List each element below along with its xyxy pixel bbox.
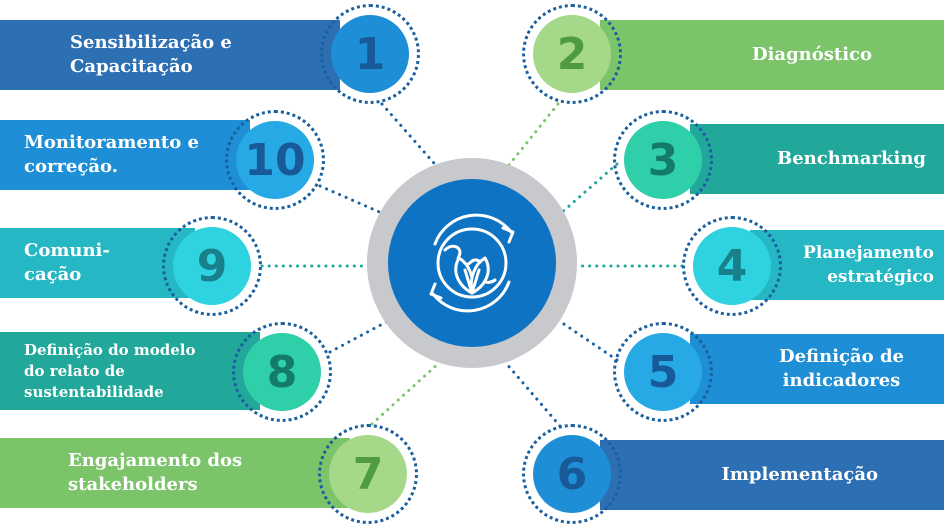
step-5-banner: Definição de indicadores (690, 334, 944, 404)
connector-step-6 (503, 360, 562, 428)
step-1-number: 1 (331, 15, 409, 93)
step-1-label-line-1: Sensibilização e (70, 32, 232, 53)
center-hub-ring (367, 158, 577, 368)
connector-step-3 (558, 162, 619, 216)
step-1-banner: Sensibilização e Capacitação (0, 20, 340, 90)
step-9-label-line-2: cação (24, 264, 82, 285)
step-5-label-line-1: Definição de (778, 346, 904, 367)
step-7-label-line-2: stakeholders (68, 474, 198, 495)
connector-step-5 (553, 316, 619, 362)
step-4-label-line-2: estratégico (827, 267, 934, 287)
step-8-label-line-3: sustentabilidade (24, 382, 164, 401)
step-5-badge: 5 (613, 322, 713, 422)
step-4-badge: 4 (682, 216, 782, 316)
step-2-label-line-1: Diagnóstico (751, 44, 872, 65)
step-6-label-line-1: Implementação (721, 464, 878, 485)
step-1-label-line-2: Capacitação (70, 56, 193, 77)
step-8-badge: 8 (232, 322, 332, 422)
step-2-banner: Diagnóstico (600, 20, 944, 90)
step-8-label-line-1: Definição do modelo (24, 340, 196, 359)
step-8-number: 8 (243, 333, 321, 411)
center-hub (388, 179, 556, 347)
step-7-banner: Engajamento dos stakeholders (0, 438, 350, 508)
step-3-badge: 3 (613, 110, 713, 210)
step-1-badge: 1 (320, 4, 420, 104)
step-4-number: 4 (693, 227, 771, 305)
step-10-banner: Monitoramento e correção. (0, 120, 250, 190)
step-10-number: 10 (236, 121, 314, 199)
step-6-badge: 6 (522, 424, 622, 524)
step-6-number: 6 (533, 435, 611, 513)
step-9-badge: 9 (162, 216, 262, 316)
step-2-badge: 2 (522, 4, 622, 104)
connector-step-1 (380, 102, 442, 172)
step-4-banner: Planejamento estratégico (750, 230, 944, 300)
step-10-label-line-1: Monitoramento e (24, 132, 199, 153)
connector-step-7 (370, 360, 442, 426)
step-8-label-line-2: do relato de (24, 361, 125, 380)
step-8-banner: Definição do modelo do relato de sustentab… (0, 332, 260, 410)
step-4-label-line-1: Planejamento (803, 243, 934, 263)
step-3-label-line-1: Benchmarking (777, 148, 926, 169)
connector-step-10 (318, 184, 386, 216)
step-5-number: 5 (624, 333, 702, 411)
step-7-number: 7 (329, 435, 407, 513)
step-10-label-line-2: correção. (24, 156, 118, 177)
step-9-label-line-1: Comuni- (24, 240, 110, 261)
step-2-number: 2 (533, 15, 611, 93)
connector-step-2 (503, 102, 560, 172)
step-3-banner: Benchmarking (690, 124, 944, 194)
connector-step-8 (328, 318, 392, 354)
step-3-number: 3 (624, 121, 702, 199)
step-5-label-line-2: indicadores (782, 370, 901, 391)
step-6-banner: Implementação (600, 440, 944, 510)
step-9-number: 9 (173, 227, 251, 305)
step-10-badge: 10 (225, 110, 325, 210)
step-7-badge: 7 (318, 424, 418, 524)
globe-leaf-cycle-icon (429, 213, 515, 313)
step-7-label-line-1: Engajamento dos (68, 450, 243, 471)
